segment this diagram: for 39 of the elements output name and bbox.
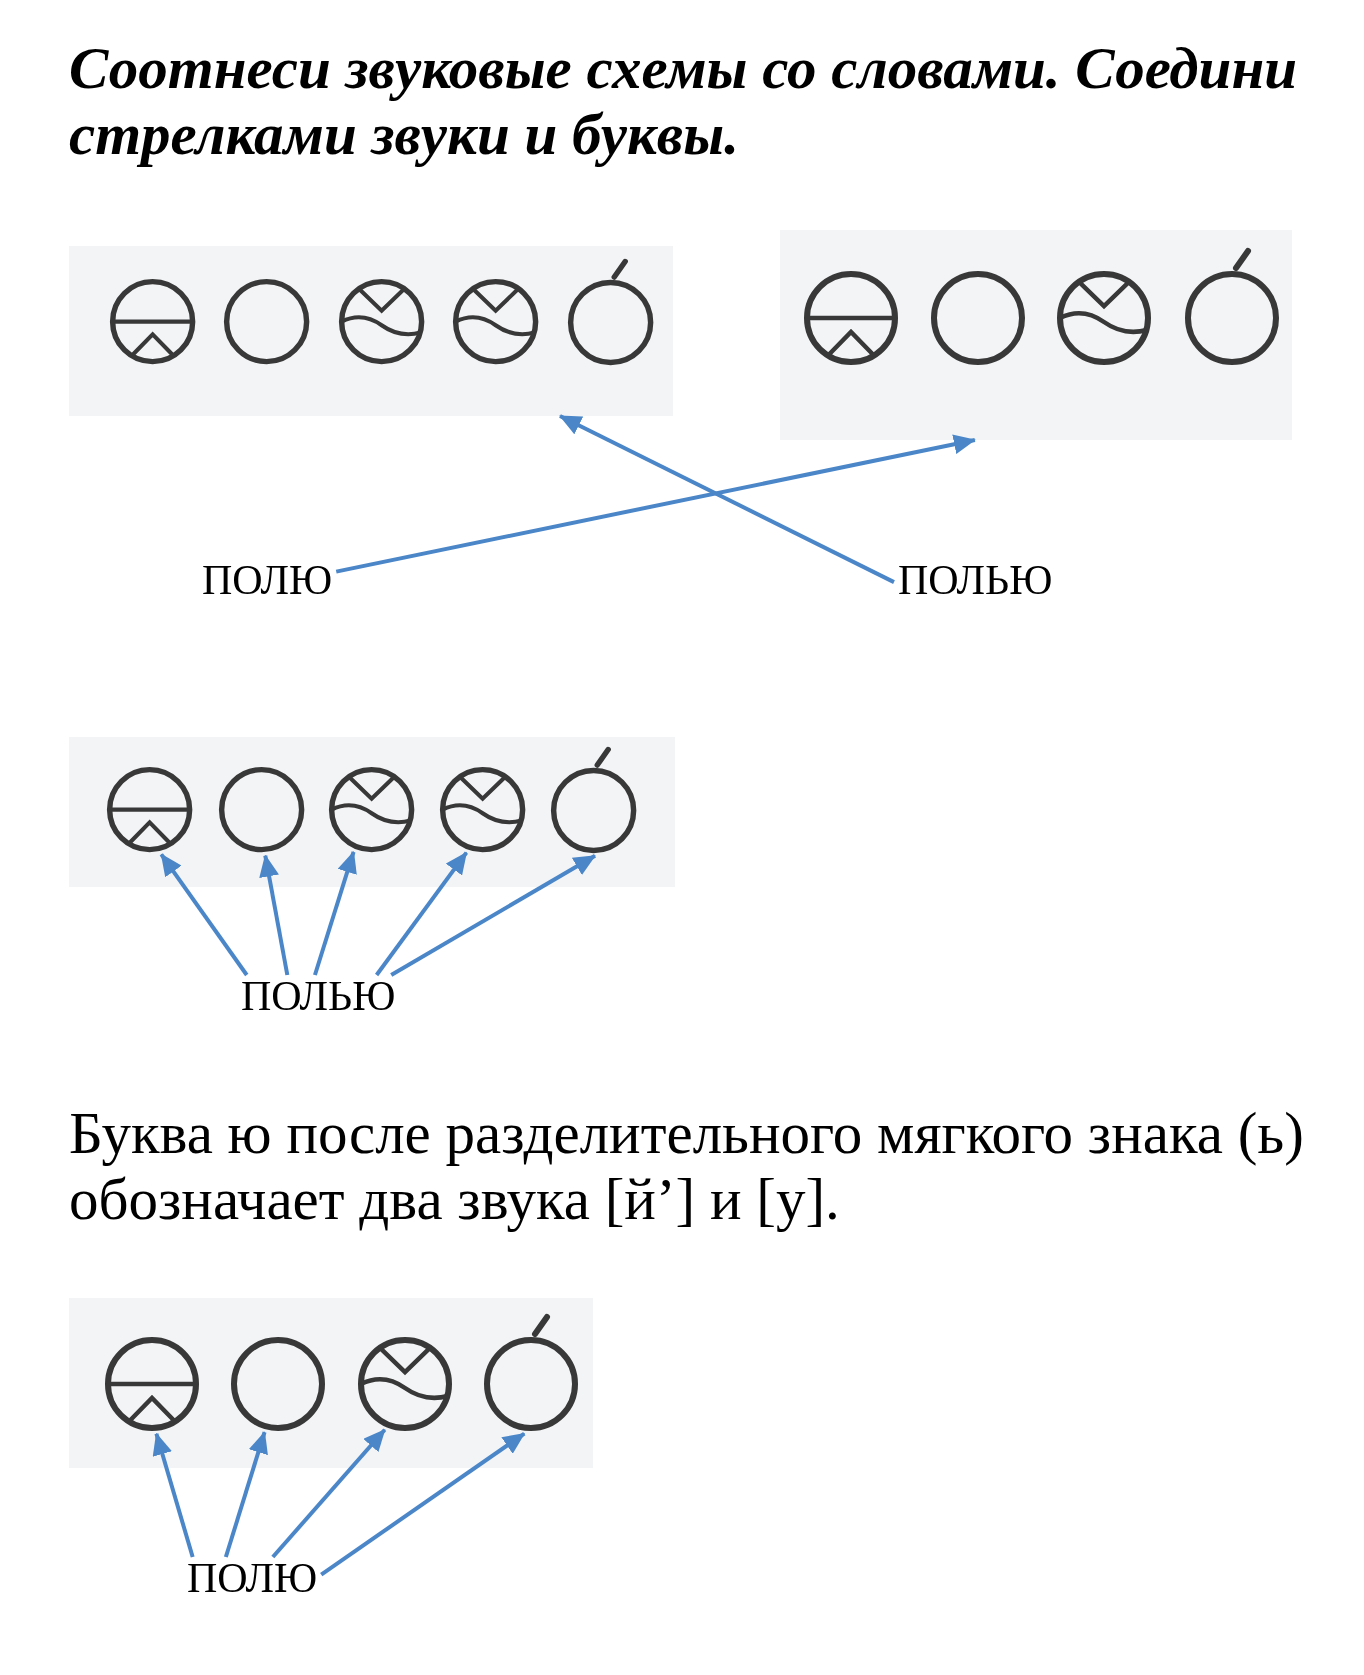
arrow xyxy=(320,1431,526,1577)
arrow xyxy=(223,1431,268,1558)
arrow xyxy=(559,414,895,584)
soft-consonant-sound-symbol xyxy=(1056,270,1152,366)
soft-consonant-sound-symbol xyxy=(338,278,426,366)
arrow xyxy=(259,854,290,976)
soft-consonant-sound-symbol xyxy=(439,766,527,854)
word: ПОЛЬЮ xyxy=(894,559,1057,601)
stressed-vowel-sound-symbol xyxy=(483,1312,579,1432)
word: ПОЛЮ xyxy=(183,1557,322,1599)
sound-scheme-panel xyxy=(69,246,673,416)
word: ПОЛЬЮ xyxy=(237,975,400,1017)
vowel-sound-symbol xyxy=(218,766,306,854)
vowel-sound-symbol xyxy=(230,1336,326,1432)
arrow xyxy=(375,851,469,977)
stressed-vowel-sound-symbol xyxy=(567,256,655,366)
consonant-sound-symbol xyxy=(104,1336,200,1432)
consonant-sound-symbol xyxy=(803,270,899,366)
soft-consonant-sound-symbol xyxy=(328,766,416,854)
arrow xyxy=(390,853,597,977)
consonant-sound-symbol xyxy=(109,278,197,366)
sound-scheme-panel xyxy=(780,230,1292,440)
word: ПОЛЮ xyxy=(198,559,337,601)
soft-consonant-sound-symbol xyxy=(452,278,540,366)
arrow xyxy=(313,850,357,976)
task-title: Соотнеси звуковые схемы со словами. Соедини стрелками звуки и буквы. xyxy=(69,35,1298,167)
soft-consonant-sound-symbol xyxy=(357,1336,453,1432)
arrow xyxy=(335,434,976,574)
stressed-vowel-sound-symbol xyxy=(550,744,638,854)
arrow xyxy=(159,853,249,977)
consonant-sound-symbol xyxy=(106,766,194,854)
vowel-sound-symbol xyxy=(223,278,311,366)
rule-text: Буква ю после разделительного мягкого знака (ь) обозначает два звука [й’] и [у]. xyxy=(69,1100,1305,1232)
arrow xyxy=(152,1432,195,1558)
vowel-sound-symbol xyxy=(930,270,1026,366)
arrow xyxy=(271,1428,387,1559)
stressed-vowel-sound-symbol xyxy=(1184,246,1280,366)
sound-scheme-panel xyxy=(69,1298,593,1468)
sound-scheme-panel xyxy=(69,737,675,887)
